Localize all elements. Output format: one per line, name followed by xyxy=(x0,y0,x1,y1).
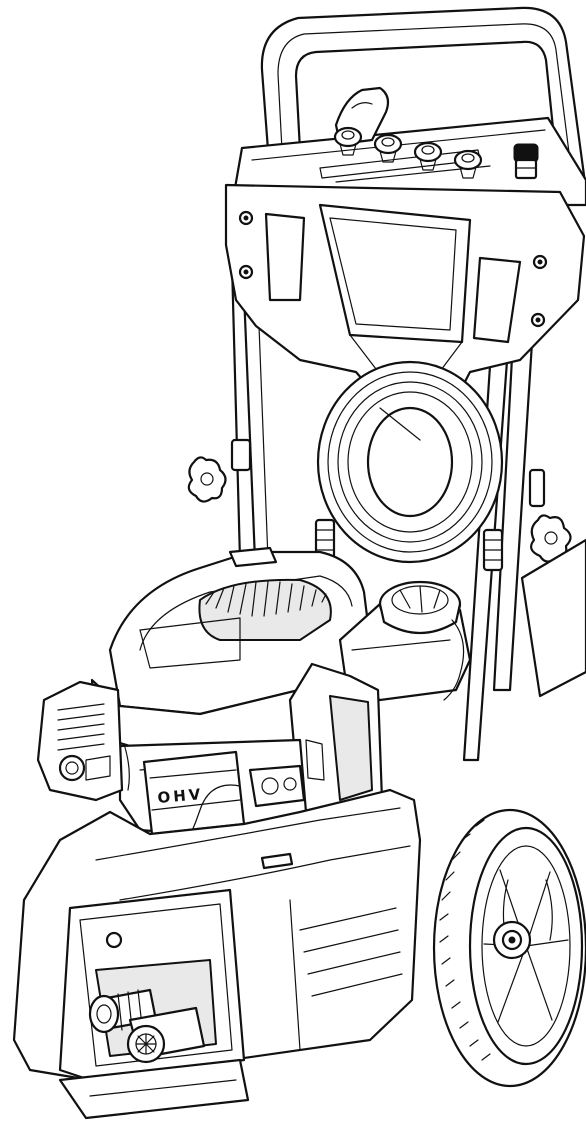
soap-nozzle-icon xyxy=(513,143,539,180)
nozzle-icon xyxy=(333,126,363,156)
nozzle-icon xyxy=(413,141,443,171)
tag-plate xyxy=(520,538,586,698)
nozzle-icon xyxy=(453,149,483,179)
water-inlet xyxy=(126,1006,206,1064)
left-frame-knob xyxy=(187,456,227,503)
fuel-cap-icon xyxy=(378,580,462,634)
nozzle-icon xyxy=(373,133,403,163)
muffler xyxy=(36,680,124,802)
engine-badge-text: OHV xyxy=(157,785,204,807)
hose-hook-shroud xyxy=(224,183,586,440)
base-shroud xyxy=(12,788,422,1120)
engine xyxy=(90,546,472,842)
wheel xyxy=(432,808,586,1088)
handle xyxy=(260,6,586,198)
coiled-hose xyxy=(316,360,504,564)
hose-couplings xyxy=(314,518,504,572)
engine-badge-block: OHV xyxy=(142,750,246,836)
spray-nozzles xyxy=(333,126,539,180)
wire-grommet xyxy=(105,931,123,949)
